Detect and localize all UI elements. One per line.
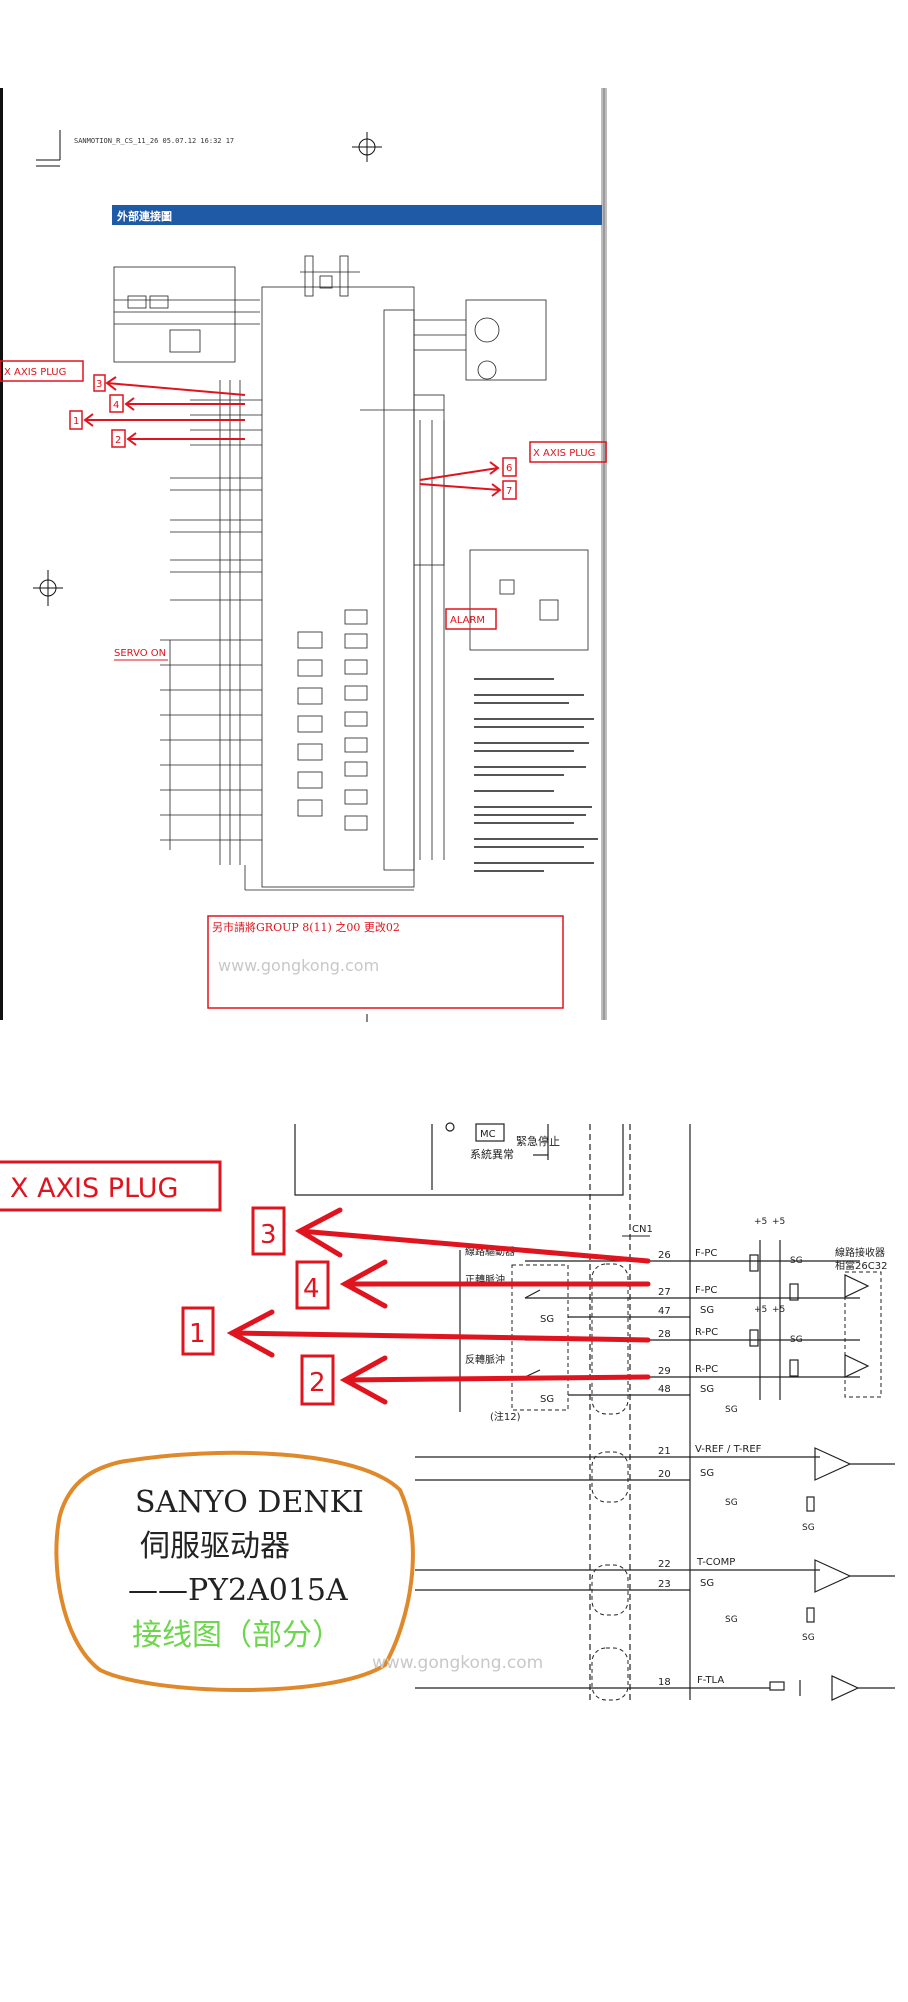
receiver-circuit xyxy=(749,1240,895,1701)
x-axis-plug-label-right: X AXIS PLUG xyxy=(533,448,595,459)
pin-23: 23 xyxy=(658,1579,671,1590)
signal-f-tla: F-TLA xyxy=(697,1675,724,1686)
alarm-label: ALARM xyxy=(450,615,485,626)
signal-sg-23: SG xyxy=(700,1578,714,1589)
signal-sg-48: SG xyxy=(700,1384,714,1395)
pin-26: 26 xyxy=(658,1250,671,1261)
pin-47: 47 xyxy=(658,1306,671,1317)
marker-1-small: 1 xyxy=(73,416,79,427)
pin-21: 21 xyxy=(658,1446,671,1457)
pin-22: 22 xyxy=(658,1559,671,1570)
signal-r-pc-2: R-PC xyxy=(695,1364,718,1375)
sg-ground-5: SG xyxy=(802,1633,815,1643)
marker-2: 2 xyxy=(309,1368,326,1398)
rev-pulse-label: 反轉脈沖 xyxy=(465,1353,505,1366)
sg-driver-2: SG xyxy=(540,1394,554,1405)
marker-4-small: 4 xyxy=(113,400,119,411)
x-axis-plug-box-detail xyxy=(0,1160,222,1212)
plus5-label-2: +5 xyxy=(772,1217,785,1227)
watermark-bottom: www.gongkong.com xyxy=(372,1653,543,1673)
caption-lasso xyxy=(54,1450,415,1692)
pin-18: 18 xyxy=(658,1677,671,1688)
marker-2-small: 2 xyxy=(115,435,121,446)
sg-receiver-2: SG xyxy=(790,1335,803,1345)
watermark-top: www.gongkong.com xyxy=(218,956,379,975)
marker-6-small: 6 xyxy=(506,463,512,474)
signal-r-pc-1: R-PC xyxy=(695,1327,718,1338)
signal-f-pc-1: F-PC xyxy=(695,1248,717,1259)
marker-3: 3 xyxy=(260,1220,277,1250)
detail-arrows: 3 4 1 2 xyxy=(181,1206,651,1406)
note-lines xyxy=(474,678,598,872)
pin-28: 28 xyxy=(658,1329,671,1340)
plus5-label-1: +5 xyxy=(754,1217,767,1227)
datasheet-page: SANMOTION_R_CS_11_26 05.07.12 16:32 17 外… xyxy=(0,88,607,1022)
x-axis-plug-box-right xyxy=(529,441,607,463)
caption-line-1: SANYO DENKI xyxy=(135,1485,364,1520)
sg-ground-4: SG xyxy=(802,1523,815,1533)
receiver-part-label: 相當26C32 xyxy=(835,1259,887,1272)
detail-panel: MC 緊急停止 系統異常 X AXIS PLUG CN1 xyxy=(0,1122,895,1701)
x-axis-plug-box-left xyxy=(0,360,84,382)
sg-receiver-1: SG xyxy=(790,1256,803,1266)
plus5-label-3: +5 xyxy=(754,1305,767,1315)
crop-marks xyxy=(33,130,382,1022)
sg-ground-2: SG xyxy=(725,1498,738,1508)
alarm-box xyxy=(445,608,497,630)
pin-48: 48 xyxy=(658,1384,671,1395)
signal-f-pc-2: F-PC xyxy=(695,1285,717,1296)
signal-t-comp: T-COMP xyxy=(696,1557,735,1568)
sg-ground-1: SG xyxy=(725,1405,738,1415)
marker-3-small: 3 xyxy=(96,379,102,390)
marker-1: 1 xyxy=(189,1319,206,1349)
pin-29: 29 xyxy=(658,1366,671,1377)
signal-sg-20: SG xyxy=(700,1468,714,1479)
x-axis-plug-label-detail: X AXIS PLUG xyxy=(10,1173,178,1204)
x-axis-plug-label-left: X AXIS PLUG xyxy=(4,367,66,378)
marker-4: 4 xyxy=(303,1274,320,1304)
sg-ground-3: SG xyxy=(725,1615,738,1625)
caption-line-2: 伺服驱动器 xyxy=(140,1529,290,1564)
top-annotations: X AXIS PLUG 3 4 1 2 6 7 X AXIS PLUG xyxy=(0,360,607,1009)
caption-line-3: ——PY2A015A xyxy=(128,1573,348,1608)
pin-rows: 26 27 47 28 29 48 21 20 22 23 18 F-PC F-… xyxy=(415,1248,860,1689)
note-box xyxy=(207,915,564,1009)
signal-sg-47: SG xyxy=(700,1305,714,1316)
signal-v-ref: V-REF / T-REF xyxy=(695,1444,762,1455)
schematic-body xyxy=(113,255,589,891)
line-receiver-label: 線路接收器 xyxy=(835,1246,885,1259)
pin-20: 20 xyxy=(658,1469,671,1480)
page-left-border xyxy=(0,88,3,1020)
plus5-label-4: +5 xyxy=(772,1305,785,1315)
page-header-text: SANMOTION_R_CS_11_26 05.07.12 16:32 17 xyxy=(74,137,234,145)
system-abnormal-label: 系統異常 xyxy=(470,1147,514,1161)
marker-7-small: 7 xyxy=(506,486,512,497)
section-title-bar xyxy=(112,205,602,225)
note-text: 另市請將GROUP 8(11) 之00 更改02 xyxy=(212,920,400,934)
emergency-stop-label: 緊急停止 xyxy=(516,1134,560,1148)
mc-label: MC xyxy=(480,1129,496,1140)
caption-line-4: 接线图（部分） xyxy=(132,1618,342,1653)
note12-label: (注12) xyxy=(490,1410,521,1423)
servo-on-label: SERVO ON xyxy=(114,648,166,659)
section-title: 外部連接圖 xyxy=(116,209,172,223)
cn1-label: CN1 xyxy=(632,1224,653,1235)
sg-driver-1: SG xyxy=(540,1314,554,1325)
pin-27: 27 xyxy=(658,1287,671,1298)
